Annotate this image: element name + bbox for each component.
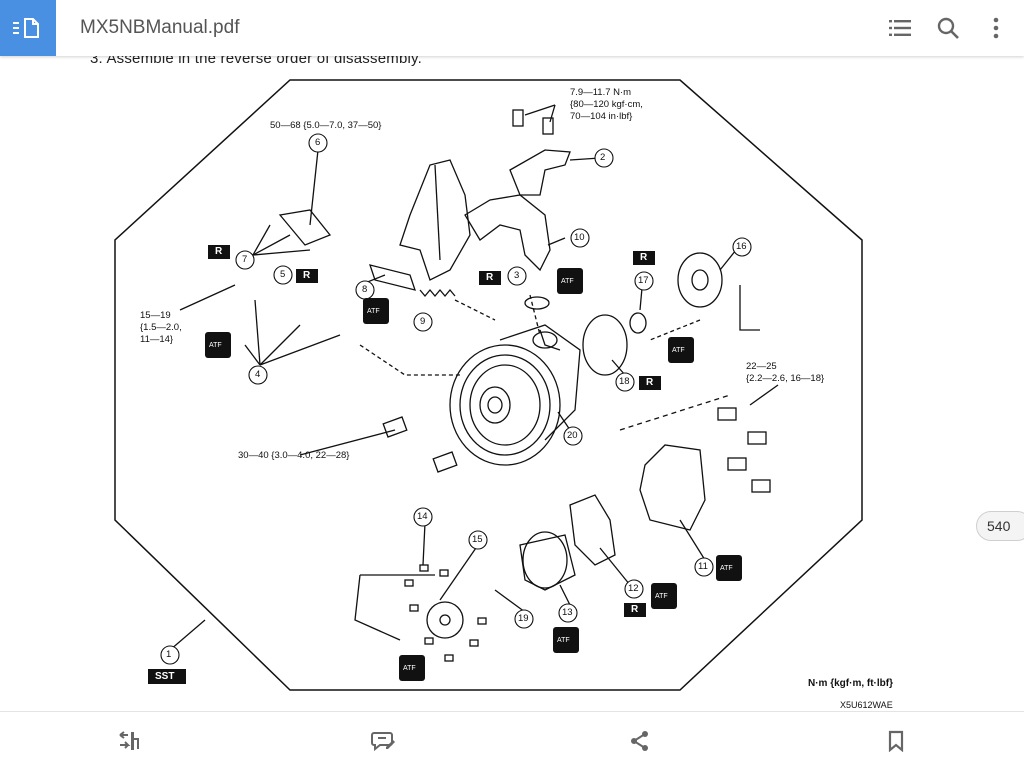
more-vert-icon [993,17,999,39]
torque-spec-top-2: {80—120 kgf·cm, [570,99,643,110]
part-9-label: 9 [420,316,426,327]
atf-mark: ATF [655,593,668,600]
part-1-label: 1 [166,649,172,660]
units-legend: N·m {kgf·m, ft·lbf} [808,678,893,689]
part-2-label: 2 [600,152,606,163]
more-options-button[interactable] [982,14,1010,42]
sst-mark: SST [155,671,175,682]
torque-spec-right-2: {2.2—2.6, 16—18} [746,373,825,384]
atf-mark: ATF [672,347,685,354]
torque-spec-left-2: {1.5—2.0, [140,322,182,333]
part-18-label: 18 [619,376,630,387]
part-14-label: 14 [417,511,428,522]
bookmark-icon [888,730,904,752]
share-icon [631,730,648,751]
part-12-label: 12 [628,583,639,594]
outline-button[interactable] [886,14,914,42]
part-4-label: 4 [255,369,261,380]
replace-mark: R [486,272,494,283]
share-button[interactable] [624,725,656,757]
torque-spec-bottom: 30—40 {3.0—4.0, 22—28} [238,450,350,461]
file-menu-icon [13,18,39,38]
comment-icon [371,731,395,751]
torque-spec-top-1: 7.9—11.7 N·m [570,87,632,98]
part-6-label: 6 [315,137,321,148]
replace-mark: R [631,604,639,615]
atf-mark: ATF [403,665,416,672]
part-7-label: 7 [242,254,248,265]
torque-spec-left-1: 15—19 [140,310,171,321]
torque-spec-left-3: 11—14} [140,334,174,345]
torque-spec-part-6: 50—68 {5.0—7.0, 37—50} [270,120,382,131]
part-20-label: 20 [567,430,578,441]
atf-mark: ATF [367,308,380,315]
replace-mark: R [215,246,223,257]
part-19-label: 19 [518,613,529,624]
part-15-label: 15 [472,534,483,545]
document-title: MX5NBManual.pdf [80,17,240,38]
part-8-label: 8 [362,284,368,295]
part-3-label: 3 [514,270,520,281]
part-10-label: 10 [574,232,585,243]
search-icon [937,17,959,39]
replace-mark: R [640,252,648,263]
torque-spec-right-1: 22—25 [746,361,777,372]
figure-code: X5U612WAE [840,700,893,710]
atf-mark: ATF [561,278,574,285]
bookmark-button[interactable] [880,725,912,757]
exploded-diagram [114,79,863,691]
atf-mark: ATF [557,637,570,644]
annotate-button[interactable] [368,725,400,757]
search-button[interactable] [934,14,962,42]
navigation-button[interactable] [0,0,56,56]
list-icon [889,20,911,36]
torque-spec-top-3: 70—104 in·lbf} [570,111,633,122]
top-app-bar: MX5NBManual.pdf [0,0,1024,56]
reflow-icon [119,730,139,750]
replace-mark: R [303,270,311,281]
bottom-toolbar [0,711,1024,769]
atf-mark: ATF [209,342,222,349]
part-11-label: 11 [698,561,708,572]
page-number-indicator[interactable]: 540 [976,511,1024,541]
part-17-label: 17 [638,275,649,286]
part-5-label: 5 [280,269,286,280]
part-16-label: 16 [736,241,747,252]
atf-mark: ATF [720,565,733,572]
replace-mark: R [646,377,654,388]
reflow-button[interactable] [112,725,144,757]
part-13-label: 13 [562,607,573,618]
